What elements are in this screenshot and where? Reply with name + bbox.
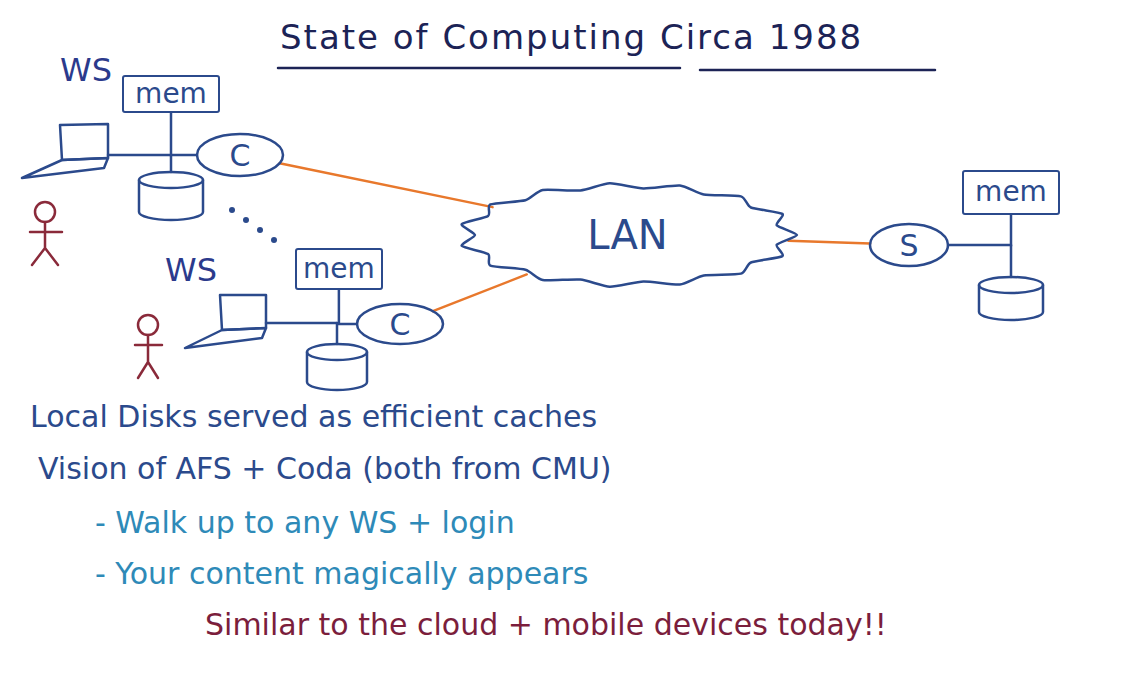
- node-label: mem: [303, 254, 375, 285]
- ellipse-outline-shape: [197, 134, 283, 176]
- disk-symbol: [139, 172, 203, 188]
- disk-symbol: [979, 277, 1043, 293]
- monitor-screen: [220, 295, 266, 330]
- user-figure: [30, 202, 62, 265]
- bullet-text: - Walk up to any WS + login: [95, 504, 515, 542]
- figure-head: [138, 315, 158, 335]
- memory-box: mem: [962, 170, 1060, 215]
- network-link: [788, 241, 870, 244]
- dot: [271, 237, 277, 243]
- network-link: [280, 163, 493, 207]
- ellipse-outline-shape: [870, 224, 948, 266]
- cloud-outline-shape: [462, 183, 797, 286]
- node-label: C: [230, 139, 251, 172]
- keyboard: [185, 328, 266, 348]
- bus-connector: [339, 290, 357, 324]
- node-label: mem: [975, 177, 1047, 208]
- note-text: Vision of AFS + Coda (both from CMU): [38, 450, 612, 488]
- title-underline: [700, 69, 935, 72]
- bus-line: [1010, 245, 1013, 277]
- node-label: S: [899, 229, 918, 262]
- figure-head: [35, 202, 55, 222]
- bus-line: [266, 322, 337, 325]
- workstation-label: WS: [165, 250, 217, 290]
- figure-body: [30, 222, 62, 265]
- disk-symbol: [307, 352, 367, 390]
- node-label: mem: [135, 79, 207, 110]
- title-underline: [278, 67, 680, 70]
- workstation-label: WS: [60, 50, 112, 90]
- node-label: LAN: [587, 213, 668, 257]
- dot: [257, 227, 263, 233]
- network-cloud: LAN: [455, 180, 800, 290]
- bus-line: [336, 323, 339, 344]
- note-text: Local Disks served as efficient caches: [30, 398, 597, 436]
- memory-box: mem: [295, 248, 383, 290]
- user-figure: [135, 315, 162, 378]
- keyboard: [22, 158, 108, 178]
- node-label: C: [390, 308, 411, 341]
- note-text: Similar to the cloud + mobile devices to…: [205, 606, 887, 644]
- bus-line: [108, 154, 171, 157]
- memory-box: mem: [122, 75, 220, 113]
- bus-connector: [171, 113, 197, 155]
- figure-body: [135, 335, 162, 378]
- server-circle: S: [868, 222, 950, 268]
- disk-symbol: [979, 285, 1043, 320]
- disk-symbol: [307, 344, 367, 360]
- bus-line: [170, 155, 173, 172]
- diagram-title: State of Computing Circa 1988: [280, 16, 863, 59]
- disk-symbol: [139, 180, 203, 220]
- bullet-text: - Your content magically appears: [95, 555, 588, 593]
- bus-connector: [948, 215, 1011, 245]
- client-circle: C: [195, 132, 285, 178]
- monitor-screen: [60, 124, 108, 160]
- dot: [243, 217, 249, 223]
- network-link: [433, 274, 527, 311]
- illustration-group: [22, 68, 1043, 390]
- client-circle: C: [355, 302, 445, 346]
- ellipsis-dots: [229, 207, 277, 243]
- dot: [229, 207, 235, 213]
- ellipse-outline-shape: [357, 304, 443, 344]
